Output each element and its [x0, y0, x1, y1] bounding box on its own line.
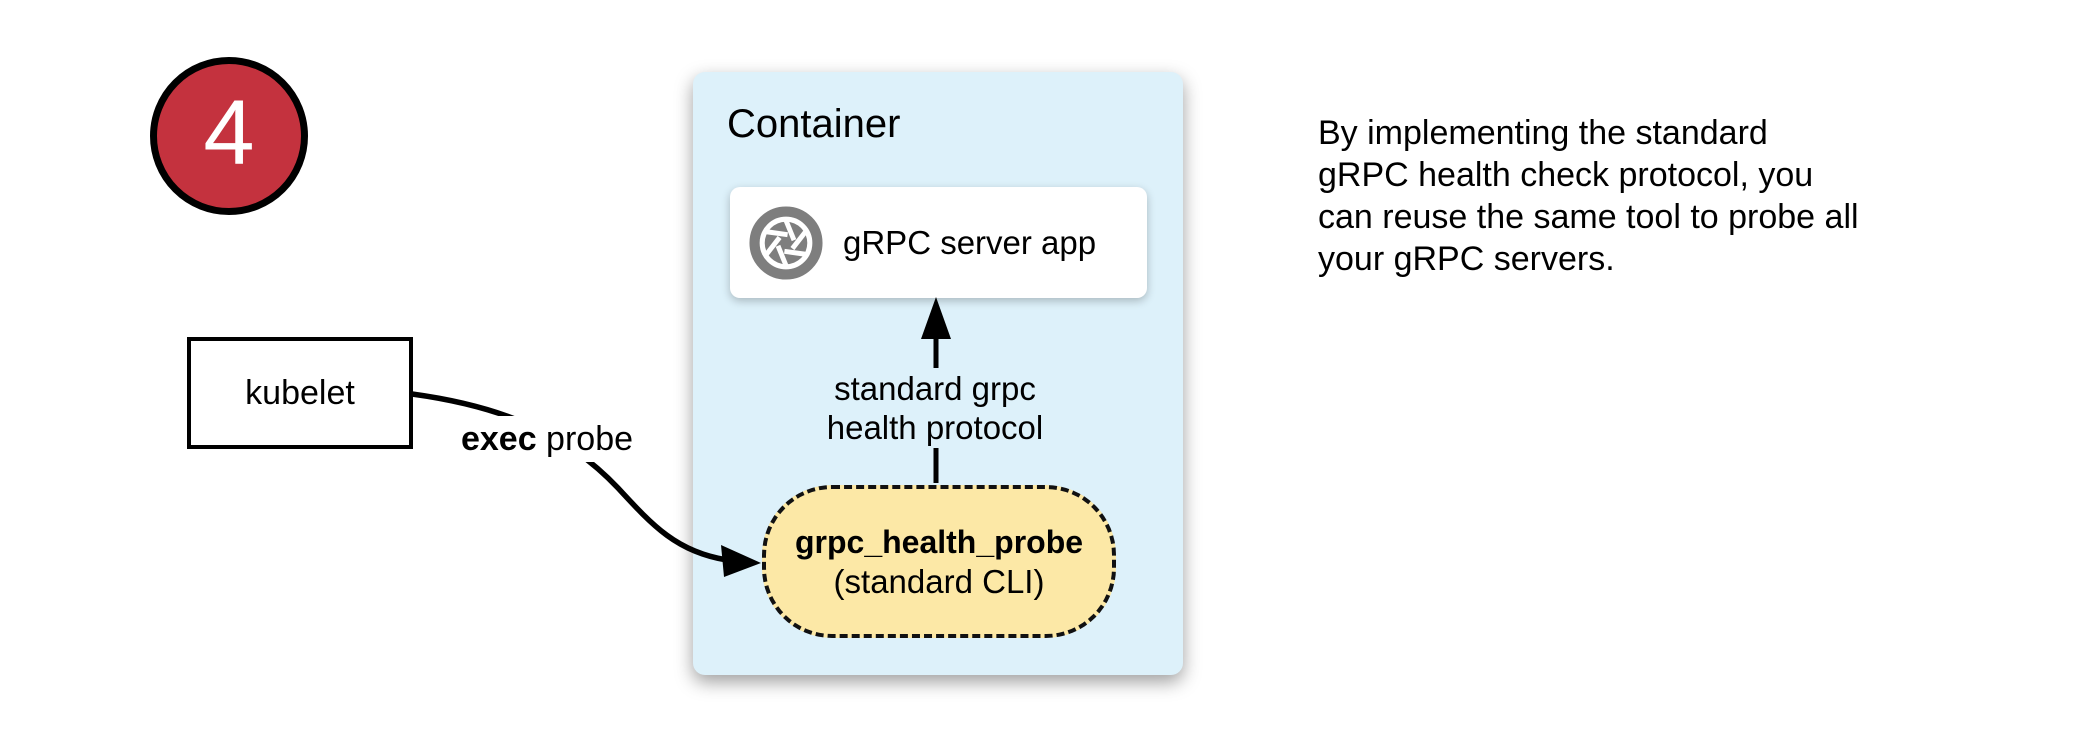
- explanation-note: By implementing the standard gRPC health…: [1318, 112, 1859, 280]
- note-line-4: your gRPC servers.: [1318, 240, 1615, 278]
- camera-aperture-icon: [749, 205, 823, 280]
- step-badge: 4: [150, 57, 308, 215]
- container-title: Container: [727, 102, 901, 146]
- kubelet-label: kubelet: [245, 373, 355, 412]
- exec-probe-label-rest: probe: [536, 419, 634, 458]
- exec-probe-label: exec probe: [448, 416, 646, 462]
- note-line-2: gRPC health check protocol, you: [1318, 156, 1814, 194]
- exec-probe-label-bold: exec: [460, 419, 537, 458]
- health-protocol-label-line2: health protocol: [826, 409, 1044, 446]
- health-protocol-label-line1: standard grpc: [834, 370, 1036, 407]
- note-line-1: By implementing the standard: [1318, 114, 1768, 152]
- health-protocol-label: standard grpc health protocol: [805, 368, 1065, 448]
- container-node: Container gRPC server app grpc_health_pr…: [693, 72, 1183, 675]
- grpc-server-app-label: gRPC server app: [843, 223, 1097, 261]
- kubelet-node: kubelet: [187, 337, 413, 449]
- grpc-health-probe-subtitle: (standard CLI): [833, 562, 1045, 600]
- exec-probe-arrow: [411, 391, 761, 577]
- grpc-health-probe-title: grpc_health_probe: [794, 523, 1084, 560]
- grpc-health-probe-node: grpc_health_probe (standard CLI): [762, 485, 1116, 638]
- grpc-server-app-node: gRPC server app: [730, 187, 1147, 298]
- note-line-3: can reuse the same tool to probe all: [1318, 198, 1859, 236]
- step-number: 4: [203, 82, 255, 184]
